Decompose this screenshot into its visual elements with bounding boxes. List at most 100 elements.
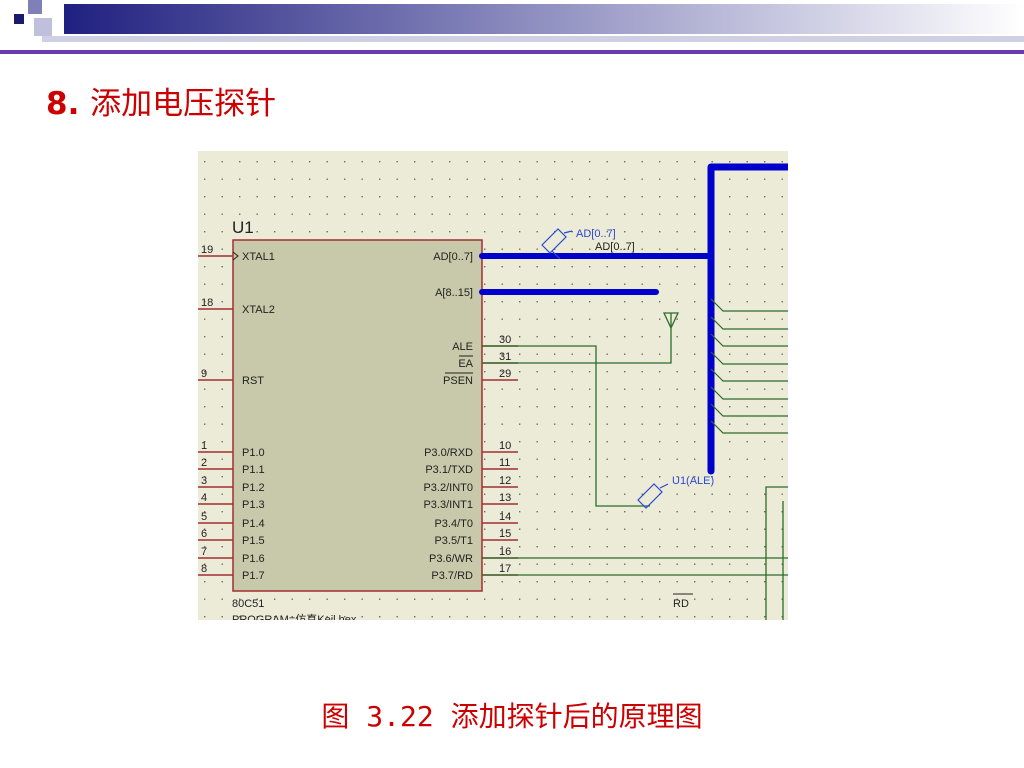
pin-number: 7 <box>201 546 207 558</box>
pin-number: 14 <box>499 511 511 523</box>
pin-number: 12 <box>499 475 511 487</box>
left-pin-p1-7: 8P1.7 <box>198 563 265 582</box>
ale-voltage-probe: U1(ALE) <box>637 475 714 509</box>
pin-name: P3.4/T0 <box>434 518 473 530</box>
pin-name: P1.4 <box>242 518 265 530</box>
figure-caption: 图 3.22 添加探针后的原理图 <box>321 700 703 733</box>
pin-number: 6 <box>201 528 207 540</box>
pin-name: XTAL1 <box>242 251 275 263</box>
bus-tap <box>710 386 788 400</box>
pin-number: 11 <box>499 457 510 469</box>
pin-number: 15 <box>499 528 511 540</box>
pin-name: AD[0..7] <box>433 251 473 263</box>
header-gradient-band <box>64 4 1024 34</box>
right-wire-a <box>765 486 788 620</box>
pin-name: XTAL2 <box>242 304 275 316</box>
corner-square-light <box>28 0 42 14</box>
chip-body <box>232 239 483 592</box>
pin-name: P1.3 <box>242 499 265 511</box>
bus-tap <box>710 333 788 347</box>
header-decoration <box>0 0 1024 54</box>
pin-name: P3.7/RD <box>431 570 473 582</box>
pin-number: 16 <box>499 546 511 558</box>
left-pin-p1-3: 4P1.3 <box>198 492 265 511</box>
pin-name: PSEN <box>443 375 473 387</box>
left-pin-group: 19XTAL118XTAL29RST1P1.02P1.13P1.24P1.35P… <box>198 244 275 582</box>
left-pin-p1-5: 6P1.5 <box>198 528 265 547</box>
chip-footer: PROGRAM=仿真Keil.hex <box>232 612 357 620</box>
pin-name: P1.5 <box>242 535 265 547</box>
pin-name: ALE <box>452 341 473 353</box>
pin-number: 8 <box>201 563 207 575</box>
pin-number: 17 <box>499 563 511 575</box>
bus-probe-label: AD[0..7] <box>576 228 616 240</box>
ale-probe-label: U1(ALE) <box>672 475 714 487</box>
schematic-canvas: U1 80C51 PROGRAM=仿真Keil.hex 19XTAL118XTA… <box>198 161 788 620</box>
bus-entry-taps <box>710 298 788 434</box>
bus-tap <box>710 420 788 434</box>
pin-number: 3 <box>201 475 207 487</box>
pin-name: P3.0/RXD <box>424 447 473 459</box>
pin-number: 29 <box>499 368 511 380</box>
left-pin-p1-0: 1P1.0 <box>198 440 265 459</box>
pin-number: 2 <box>201 457 207 469</box>
bus-net-label: AD[0..7] <box>595 241 635 253</box>
pin-name: P1.2 <box>242 482 265 494</box>
rd-net-label: RD <box>673 598 689 610</box>
pin-name: P3.6/WR <box>429 553 473 565</box>
slide-title-number: 8. <box>46 86 80 122</box>
slide-title: 8. 添加电压探针 <box>46 78 276 123</box>
left-pin-p1-2: 3P1.2 <box>198 475 265 494</box>
left-pin-p1-1: 2P1.1 <box>198 457 265 476</box>
pin-number: 10 <box>499 440 511 452</box>
pin-name: P1.0 <box>242 447 265 459</box>
pin-name: P1.6 <box>242 553 265 565</box>
pin-name: P1.1 <box>242 464 265 476</box>
pin-number: 19 <box>201 244 213 256</box>
pin-number: 9 <box>201 368 207 380</box>
pin-name: RST <box>242 375 264 387</box>
pin-name: P3.1/TXD <box>425 464 473 476</box>
chip-part: 80C51 <box>232 598 264 610</box>
main-bus <box>707 163 788 475</box>
pin-number: 5 <box>201 511 207 523</box>
pin-name: P3.3/INT1 <box>423 499 473 511</box>
bus-tap <box>710 298 788 312</box>
bus-tap <box>710 316 788 330</box>
bus-tap <box>710 368 788 382</box>
pin-name: A[8..15] <box>435 287 473 299</box>
pin-number: 30 <box>499 334 511 346</box>
pin-name: P3.5/T1 <box>434 535 473 547</box>
bus-tap <box>710 351 788 365</box>
pin-name: P1.7 <box>242 570 265 582</box>
bus-tap <box>710 403 788 417</box>
left-pin-p1-6: 7P1.6 <box>198 546 265 565</box>
pin-number: 18 <box>201 297 213 309</box>
bus-voltage-probe: AD[0..7] <box>541 228 616 260</box>
header-rule <box>0 50 1024 54</box>
pin-number: 31 <box>499 351 511 363</box>
pin-name: EA <box>458 358 473 370</box>
slide-title-text: 添加电压探针 <box>90 86 277 122</box>
pin-number: 13 <box>499 492 511 504</box>
left-pin-p1-4: 5P1.4 <box>198 511 265 530</box>
pin-number: 1 <box>201 440 207 452</box>
corner-square-dark <box>14 14 24 24</box>
pin-name: P3.2/INT0 <box>423 482 473 494</box>
chip-ref: U1 <box>232 218 254 237</box>
ea-wire <box>482 328 672 364</box>
ale-wire <box>482 345 650 507</box>
right-pin-group: AD[0..7]A[8..15]30ALE31EA29PSEN10P3.0/RX… <box>423 251 518 582</box>
pin-number: 4 <box>201 492 207 504</box>
